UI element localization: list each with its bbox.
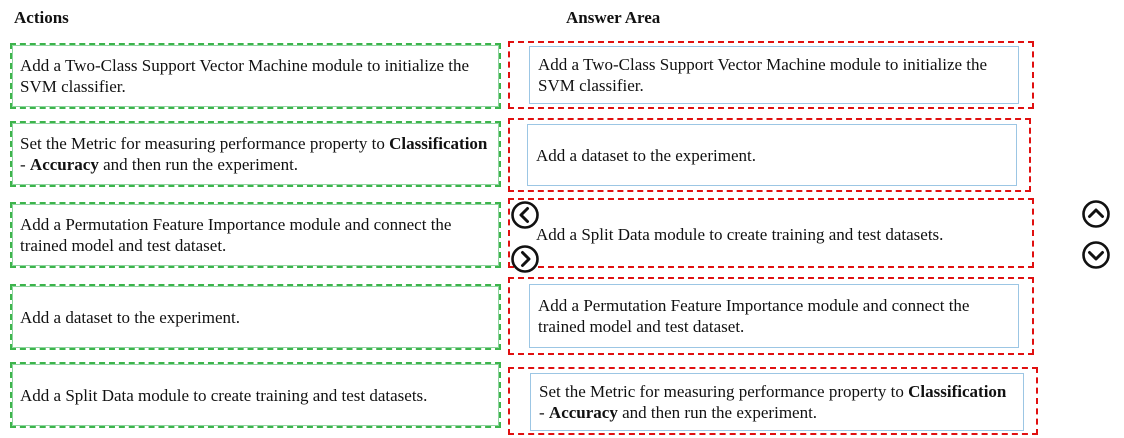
action-item-label: Add a Two-Class Support Vector Machine m… <box>20 56 470 96</box>
action-item[interactable]: Add a Permutation Feature Importance mod… <box>10 202 501 268</box>
answer-item-label: Add a Permutation Feature Importance mod… <box>538 296 970 336</box>
answer-item[interactable]: Add a Two-Class Support Vector Machine m… <box>529 46 1019 104</box>
actions-heading: Actions <box>14 8 69 27</box>
answer-slot[interactable]: Add a dataset to the experiment. <box>508 118 1031 192</box>
answer-slot[interactable]: Add a Split Data module to create traini… <box>508 198 1034 268</box>
move-down-button[interactable] <box>1081 240 1111 270</box>
answer-item-label: Add a dataset to the experiment. <box>536 145 756 165</box>
answer-item[interactable]: Add a Permutation Feature Importance mod… <box>529 284 1019 348</box>
chevron-left-circle-icon <box>510 200 540 230</box>
chevron-up-circle-icon <box>1081 199 1111 229</box>
chevron-down-circle-icon <box>1081 240 1111 270</box>
move-up-button[interactable] <box>1081 199 1111 229</box>
move-left-button[interactable] <box>510 200 540 230</box>
action-item-label: Add a Permutation Feature Importance mod… <box>20 215 452 255</box>
answer-area-heading: Answer Area <box>566 8 661 27</box>
answer-item[interactable]: Add a dataset to the experiment. <box>527 124 1017 186</box>
action-item-label: Add a Split Data module to create traini… <box>20 385 428 405</box>
action-item-label: Set the Metric for measuring performance… <box>20 134 488 174</box>
action-item[interactable]: Add a Split Data module to create traini… <box>10 362 501 428</box>
answer-slot[interactable]: Add a Two-Class Support Vector Machine m… <box>508 41 1034 109</box>
chevron-right-circle-icon <box>510 244 540 274</box>
answer-item[interactable]: Add a Split Data module to create traini… <box>527 204 1024 264</box>
answer-slot[interactable]: Set the Metric for measuring performance… <box>508 367 1038 435</box>
action-item-label: Add a dataset to the experiment. <box>20 307 240 327</box>
answer-item[interactable]: Set the Metric for measuring performance… <box>530 373 1024 431</box>
move-right-button[interactable] <box>510 244 540 274</box>
action-item[interactable]: Add a Two-Class Support Vector Machine m… <box>10 43 501 109</box>
action-item[interactable]: Add a dataset to the experiment. <box>10 284 501 350</box>
answer-item-label: Add a Two-Class Support Vector Machine m… <box>538 55 988 95</box>
answer-item-label: Set the Metric for measuring performance… <box>539 382 1007 422</box>
answer-item-label: Add a Split Data module to create traini… <box>536 224 944 244</box>
answer-slot[interactable]: Add a Permutation Feature Importance mod… <box>508 277 1034 355</box>
action-item[interactable]: Set the Metric for measuring performance… <box>10 121 501 187</box>
